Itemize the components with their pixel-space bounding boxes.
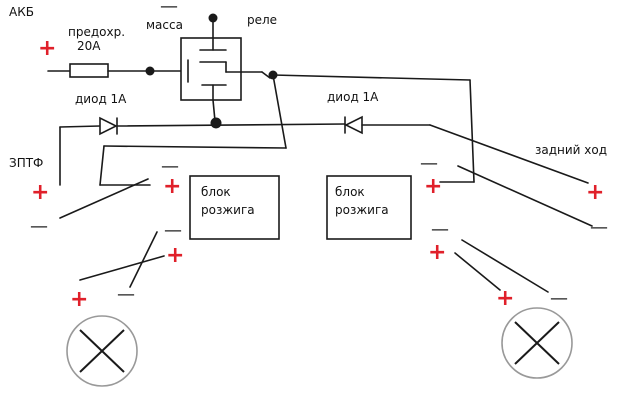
ignition-block-left: [189, 175, 280, 240]
label-akb: АКБ: [9, 5, 34, 19]
block-left-out-plus: +: [166, 243, 184, 268]
left-lamp-wire-minus: [129, 231, 158, 288]
block-left-out-minus: —: [164, 220, 182, 241]
relay-out-down: [469, 79, 475, 183]
block-right-label-2: розжига: [335, 203, 389, 217]
diode-bus-wire: [116, 123, 346, 127]
label-fuse: предохр.: [68, 25, 125, 39]
label-fuse-rating: 20А: [77, 39, 101, 53]
relay-left-bus: [103, 145, 287, 149]
label-fog-lights: ЗПТФ: [9, 156, 43, 170]
label-ground: масса: [146, 18, 183, 32]
label-relay: реле: [247, 13, 277, 27]
block-left-label-2: розжига: [201, 203, 255, 217]
right-lamp-wire-minus: [461, 239, 549, 293]
block-left-label-1: блок: [201, 185, 231, 199]
relay-box: [180, 37, 242, 101]
left-lamp-plus-sign: +: [70, 287, 88, 312]
block-right-in-minus: —: [420, 153, 438, 174]
block-right-in-plus: +: [424, 174, 442, 199]
right-lamp-cross-2: [514, 321, 560, 365]
left-lamp-minus-sign: —: [117, 284, 135, 305]
fog-plus-sign: +: [31, 180, 49, 205]
fuse-symbol: [69, 63, 109, 78]
label-reverse: задний ход: [535, 143, 607, 157]
right-lamp-minus-sign: —: [550, 288, 568, 309]
relay-out-wire-2: [261, 71, 271, 79]
right-lamp-plus-sign: +: [496, 286, 514, 311]
diode-left-lead: [59, 125, 101, 128]
block-right-out-minus: —: [431, 219, 449, 240]
relay-out-bus: [272, 74, 471, 81]
label-diode-right: диод 1А: [327, 90, 379, 104]
block-right-out-plus: +: [428, 240, 446, 265]
block-left-in-minus: —: [161, 156, 179, 177]
reverse-plus-sign: +: [586, 180, 604, 205]
relay-out-down-left: [272, 74, 287, 149]
relay-left-down: [99, 145, 105, 186]
coil-to-node: [212, 99, 216, 122]
fog-minus-sign: —: [30, 216, 48, 237]
left-lamp-cross-2: [79, 329, 125, 373]
label-diode-left: диод 1А: [75, 92, 127, 106]
fog-to-block-wire: [59, 178, 149, 219]
diode-bus-node: [210, 117, 222, 129]
block-right-label-1: блок: [335, 185, 365, 199]
block-left-in-plus: +: [163, 174, 181, 199]
akb-plus-sign: +: [38, 36, 56, 61]
ignition-block-right: [326, 175, 412, 240]
reverse-ground-wire: [457, 165, 593, 227]
left-lamp-wire-plus: [79, 255, 165, 281]
diode-right-symbol: [344, 115, 363, 135]
right-lamp-wire-plus: [454, 252, 501, 291]
reverse-wire: [429, 124, 589, 184]
reverse-minus-sign: —: [590, 217, 608, 238]
ground-minus-sign: —: [160, 0, 178, 17]
diode-left-symbol: [99, 116, 118, 136]
